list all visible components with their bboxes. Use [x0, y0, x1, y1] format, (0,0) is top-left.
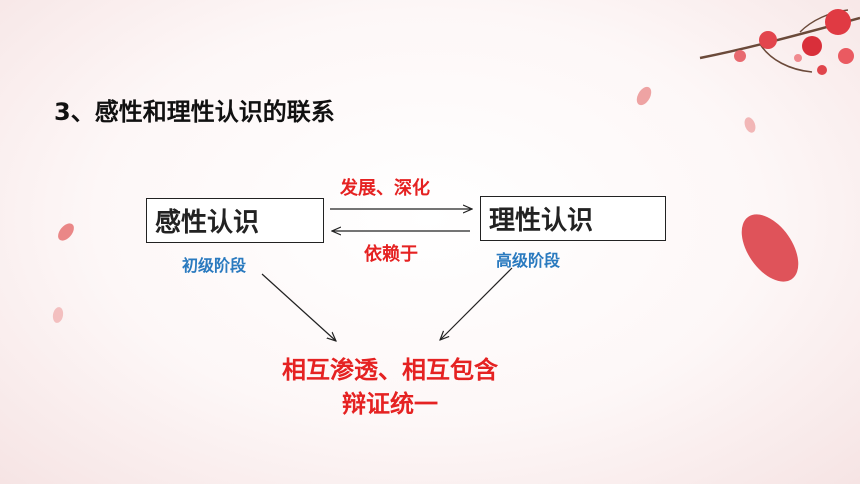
conclusion-line-1: 相互渗透、相互包含 — [282, 356, 498, 384]
petal-decoration — [636, 86, 652, 106]
perceptual-knowledge-label: 感性认识 — [155, 208, 260, 238]
arrow-right-to-conclusion — [440, 267, 513, 340]
petal-decoration — [741, 214, 799, 282]
petal-decoration — [744, 117, 756, 133]
depend-on-label: 依赖于 — [364, 244, 418, 265]
slide-title: 3、感性和理性认识的联系 — [54, 98, 335, 126]
rational-knowledge-label: 理性认识 — [489, 206, 594, 236]
conclusion-line-2: 辩证统一 — [342, 390, 438, 418]
petal-decoration — [52, 307, 64, 323]
perceptual-knowledge-box: 感性认识 — [146, 198, 324, 243]
plum-branch-decoration — [699, 9, 860, 75]
advanced-stage-label: 高级阶段 — [496, 251, 561, 270]
primary-stage-label: 初级阶段 — [182, 256, 247, 275]
rational-knowledge-box: 理性认识 — [480, 196, 666, 241]
develop-deepen-label: 发展、深化 — [340, 178, 430, 199]
petal-decoration — [58, 223, 74, 241]
arrow-left-to-conclusion — [261, 273, 336, 341]
